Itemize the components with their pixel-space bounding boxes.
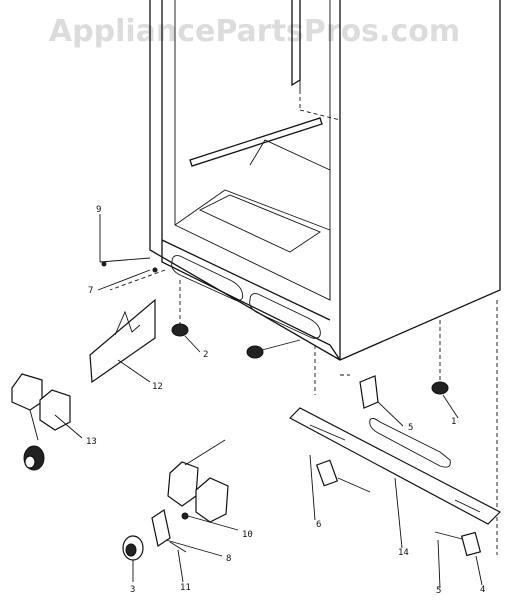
callout-11: 11 [180, 583, 191, 593]
callout-1: 1 [451, 417, 456, 427]
callout-5a: 5 [408, 423, 413, 433]
callout-13: 13 [86, 437, 97, 447]
roller-right [434, 531, 483, 589]
side-cover-panel [89, 298, 156, 384]
callout-5b: 5 [436, 586, 441, 596]
leveling-leg-right [431, 381, 459, 419]
callout-2: 2 [203, 350, 208, 360]
bottom-brace [289, 407, 502, 549]
callout-12: 12 [152, 382, 163, 392]
cabinet-body [109, 0, 501, 555]
washer-part-7 [97, 267, 158, 291]
callout-10: 10 [242, 530, 253, 540]
callout-9: 9 [96, 205, 101, 215]
roller-pin [309, 454, 371, 521]
small-plate [359, 375, 404, 427]
callout-4: 4 [480, 585, 485, 595]
leveling-leg-left [171, 323, 201, 353]
roller-bracket-left [11, 373, 83, 471]
callout-3: 3 [130, 585, 135, 595]
wheel-assembly [122, 509, 223, 583]
callout-7: 7 [88, 286, 93, 296]
leveling-leg-center [246, 339, 301, 359]
callout-6: 6 [316, 520, 321, 530]
callout-14: 14 [398, 548, 409, 558]
center-bracket [167, 439, 239, 531]
callout-8: 8 [226, 554, 231, 564]
screw-part-9 [99, 214, 151, 267]
